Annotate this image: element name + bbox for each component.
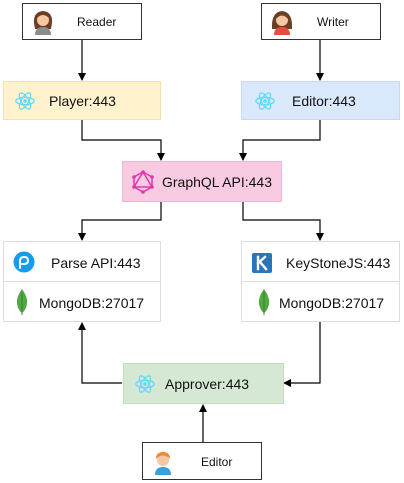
parse-service: Parse API:443 (3, 241, 161, 282)
approver-label: Approver:443 (165, 376, 250, 392)
react-icon (135, 375, 155, 393)
editor-actor-label: Editor (201, 455, 233, 469)
reader-label: Reader (77, 15, 117, 29)
reader-avatar-icon (33, 11, 53, 35)
parse-icon (13, 251, 35, 273)
keystone-icon (252, 253, 272, 273)
arrow-approver-to-parse (78, 322, 122, 384)
editor-app-service: Editor:443 (241, 81, 400, 120)
mongodb-leaf-icon (258, 289, 270, 315)
arrow-graphql-to-parse (78, 202, 162, 241)
player-label: Player:443 (49, 93, 116, 109)
writer-avatar-icon (271, 11, 293, 35)
arrow-editor-to-graphql (239, 120, 321, 161)
reader-actor: Reader (22, 3, 142, 40)
graphql-icon (132, 170, 154, 194)
editor-actor: Editor (142, 442, 262, 480)
mongodb-right-label: MongoDB:27017 (279, 295, 385, 311)
approver-service: Approver:443 (123, 363, 284, 404)
graphql-label: GraphQL API:443 (162, 174, 272, 190)
graphql-service: GraphQL API:443 (122, 161, 282, 202)
mongodb-leaf-icon (16, 289, 28, 315)
player-service: Player:443 (3, 81, 161, 120)
react-icon (15, 92, 35, 110)
editor-avatar-icon (155, 452, 171, 475)
arrow-approver-to-keystone (283, 322, 321, 387)
react-icon (255, 92, 275, 110)
arrow-graphql-to-keystone (242, 202, 324, 241)
writer-label: Writer (317, 15, 349, 29)
parse-label: Parse API:443 (51, 255, 141, 271)
mongodb-left-label: MongoDB:27017 (39, 295, 145, 311)
editor-app-label: Editor:443 (292, 93, 356, 109)
keystone-service: KeyStoneJS:443 (241, 241, 400, 282)
arrow-player-to-graphql (81, 120, 165, 161)
writer-actor: Writer (261, 3, 381, 40)
keystone-label: KeyStoneJS:443 (286, 255, 391, 271)
mongodb-left-service: MongoDB:27017 (3, 281, 161, 322)
mongodb-right-service: MongoDB:27017 (241, 281, 400, 322)
